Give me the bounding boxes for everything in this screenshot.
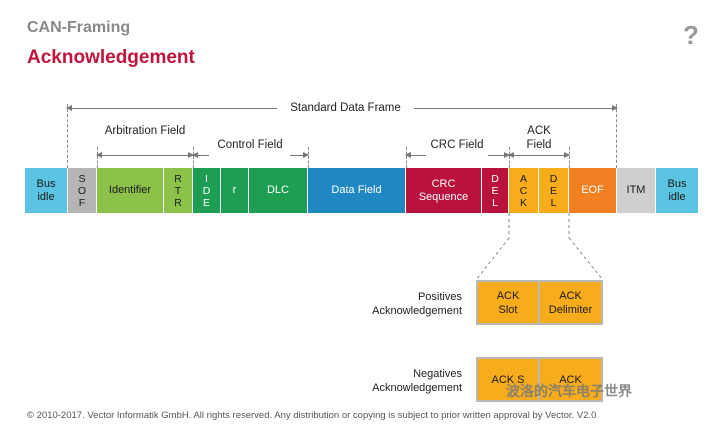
guide-line-frame-start [67,104,68,168]
bus-idle-left: Bus idle [25,168,68,213]
identifier-segment: Identifier [97,168,164,213]
ack-field-label: ACK Field [526,125,552,151]
crc-field-line-left [405,152,426,158]
r-segment: r [221,168,249,213]
standard-data-frame-label: Standard Data Frame [290,102,401,114]
control-field-label: Control Field [217,139,283,151]
control-field-line-right [290,152,309,158]
dlc-segment: DLC [249,168,308,213]
help-icon[interactable]: ? [683,20,699,50]
positive-ack-delimiter-box: ACK Delimiter [538,280,603,325]
arbitration-field-label: Arbitration Field [104,125,186,137]
positive-ack-label: Positives Acknowledgement [372,291,462,317]
positive-ack-slot-box: ACK Slot [476,280,540,325]
section-subtitle: CAN-Framing [27,19,131,36]
crc-sequence-segment: CRC Sequence [406,168,482,213]
negative-ack-delimiter-box: ACK [538,357,603,402]
page-title: Acknowledgement [27,47,195,68]
data-field-segment: Data Field [308,168,406,213]
standard-data-frame-line-left [66,105,277,111]
eof-segment: EOF [569,168,617,213]
crc-field-label: CRC Field [430,139,484,151]
arbitration-field-line [96,152,194,158]
watermark-text: 波洛的汽车电子世界 [506,383,632,399]
copyright-footer: © 2010-2017. Vector Informatik GmbH. All… [27,410,597,421]
bus-idle-right: Bus idle [656,168,698,213]
guide-line-frame-end [616,104,617,168]
standard-data-frame-line-right [414,105,618,111]
crc-field-line-right [488,152,510,158]
ack-field-line [508,152,570,158]
control-field-line-left [192,152,209,158]
negative-ack-slot-box: ACK S [476,357,540,402]
itm-segment: ITM [617,168,656,213]
negative-ack-label: Negatives Acknowledgement [372,368,462,394]
